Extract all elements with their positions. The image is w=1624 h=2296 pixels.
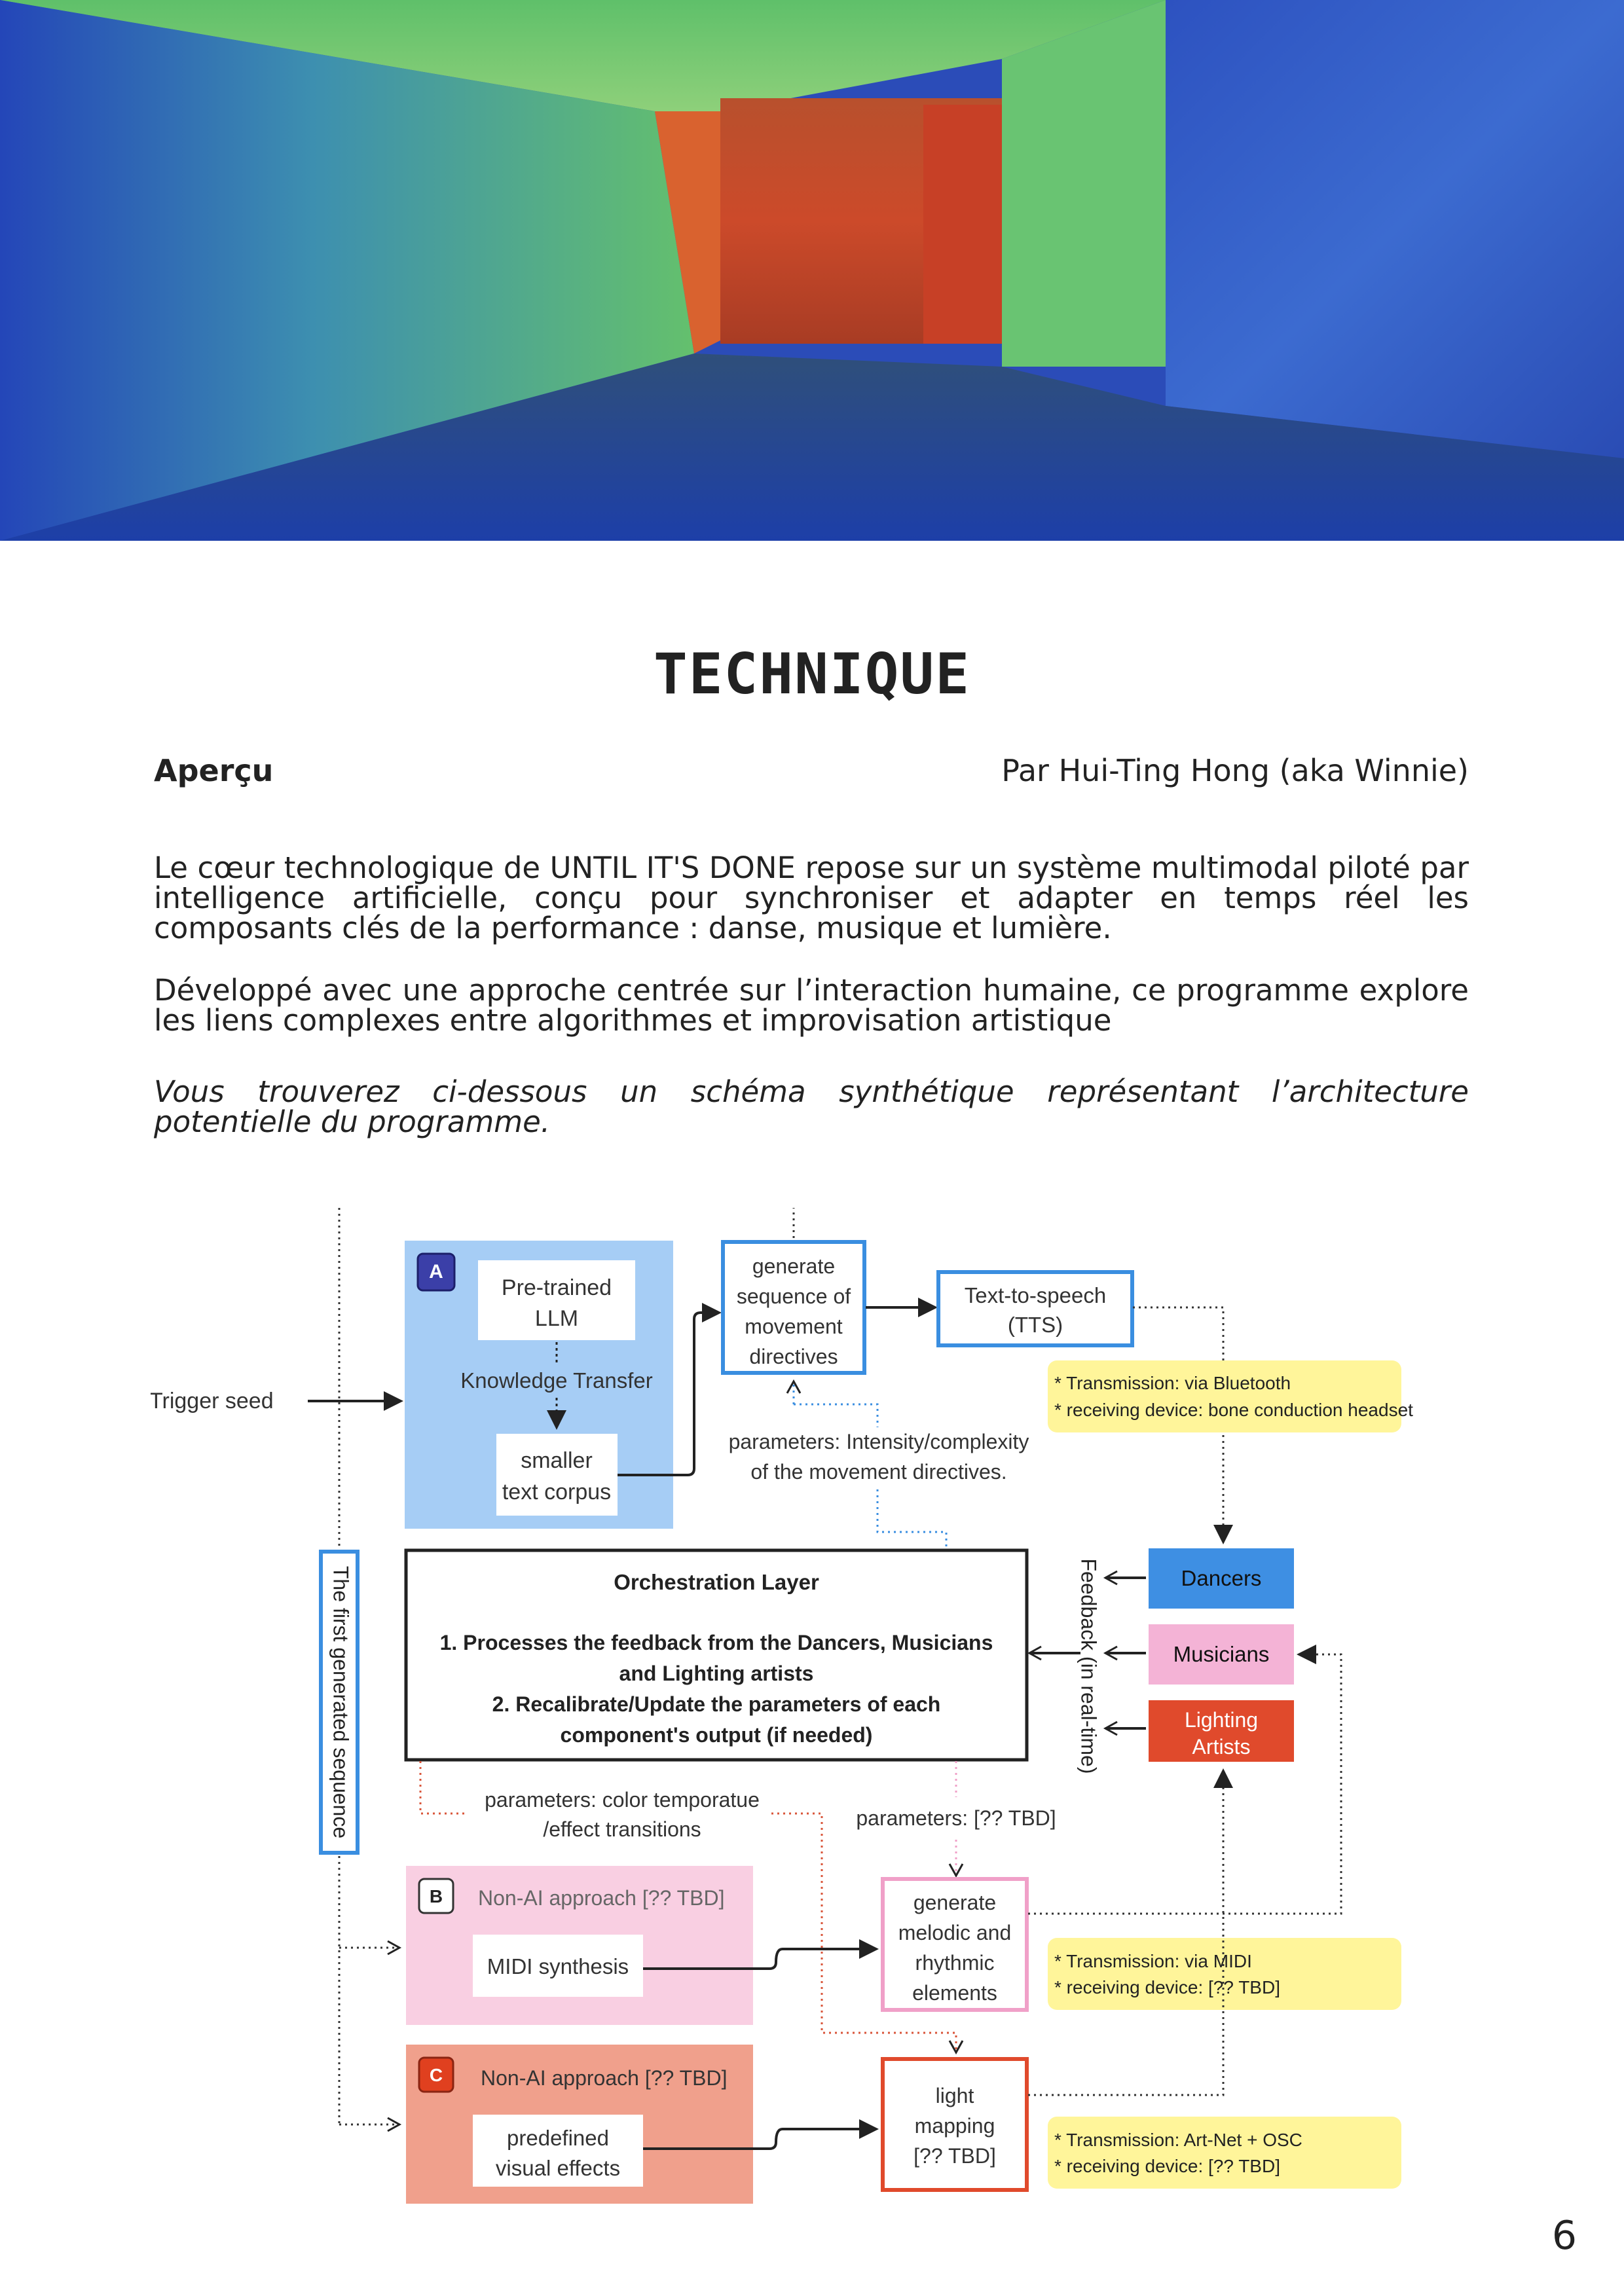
- trigger-seed-label: Trigger seed: [151, 1389, 274, 1413]
- visual-effects-box: [473, 2115, 643, 2187]
- page-title: TECHNIQUE: [654, 642, 970, 707]
- paragraph-diagram-intro: Vous trouverez ci-dessous un schéma synt…: [154, 1074, 1469, 1139]
- midi-note: [1048, 1938, 1401, 2010]
- svg-text:rhythmic: rhythmic: [915, 1951, 995, 1975]
- light-mapping-box: [881, 2057, 1029, 2192]
- svg-text:Lighting: Lighting: [1185, 1708, 1258, 1732]
- melodic-elements-box: [881, 1877, 1029, 2012]
- svg-text:smaller: smaller: [521, 1448, 593, 1473]
- svg-text:* receiving device: [?? TBD]: * receiving device: [?? TBD]: [1054, 2156, 1280, 2176]
- svg-text:generate: generate: [752, 1254, 835, 1278]
- orchestration-title: Orchestration Layer: [614, 1570, 819, 1594]
- block-c-title: Non-AI approach [?? TBD]: [481, 2066, 728, 2090]
- svg-text:and Lighting artists: and Lighting artists: [619, 1662, 814, 1685]
- svg-text:C: C: [430, 2065, 443, 2085]
- svg-text:2. Recalibrate/Update the para: 2. Recalibrate/Update the parameters of …: [492, 1692, 941, 1716]
- orchestration-layer-box: [404, 1548, 1029, 1762]
- svg-text:* Transmission: via Bluetooth: * Transmission: via Bluetooth: [1054, 1373, 1291, 1393]
- block-b-badge: [418, 1878, 454, 1914]
- llm-box: [478, 1260, 635, 1340]
- author-line: Par Hui-Ting Hong (aka Winnie): [1001, 753, 1469, 788]
- midi-synthesis-box: [473, 1935, 643, 1997]
- first-sequence-box: [319, 1550, 360, 1855]
- svg-text:MIDI synthesis: MIDI synthesis: [487, 1954, 629, 1978]
- svg-text:component's output (if needed): component's output (if needed): [561, 1723, 873, 1747]
- musicians-box: [1149, 1624, 1294, 1685]
- corpus-box: [496, 1434, 618, 1516]
- corridor-illustration: [0, 0, 1624, 541]
- svg-text:/effect transitions: /effect transitions: [543, 1817, 701, 1841]
- svg-text:of the movement directives.: of the movement directives.: [750, 1460, 1006, 1484]
- color-params-label: parameters: color temporatue: [485, 1788, 760, 1812]
- lighting-artists-box: [1149, 1700, 1294, 1762]
- bluetooth-note: [1048, 1360, 1401, 1432]
- svg-text:* receiving device: bone condu: * receiving device: bone conduction head…: [1054, 1400, 1413, 1420]
- svg-text:visual effects: visual effects: [496, 2156, 620, 2180]
- svg-text:Dancers: Dancers: [1181, 1566, 1262, 1590]
- svg-text:light: light: [936, 2084, 974, 2107]
- svg-text:Musicians: Musicians: [1173, 1642, 1270, 1666]
- svg-text:predefined: predefined: [507, 2126, 609, 2150]
- feedback-label: Feedback (in real-time): [1077, 1559, 1101, 1774]
- architecture-diagram: The first generated sequence Trigger see…: [149, 1207, 1473, 2210]
- svg-text:A: A: [429, 1261, 443, 1283]
- svg-text:mapping: mapping: [915, 2114, 995, 2138]
- hero-image: [0, 0, 1624, 541]
- svg-text:elements: elements: [912, 1981, 997, 2005]
- svg-text:* receiving device: [?? TBD]: * receiving device: [?? TBD]: [1054, 1977, 1280, 1997]
- svg-text:B: B: [430, 1886, 443, 1906]
- svg-text:1. Processes the feedback from: 1. Processes the feedback from the Dance…: [440, 1631, 993, 1654]
- svg-text:* Transmission: Art-Net + OSC: * Transmission: Art-Net + OSC: [1054, 2130, 1302, 2150]
- movement-params-label: parameters: Intensity/complexity: [729, 1430, 1029, 1453]
- svg-text:[?? TBD]: [?? TBD]: [913, 2144, 996, 2168]
- section-label: Aperçu: [154, 753, 274, 788]
- svg-text:Text-to-speech: Text-to-speech: [965, 1283, 1106, 1307]
- svg-text:* Transmission: via MIDI: * Transmission: via MIDI: [1054, 1951, 1252, 1971]
- block-b-title: Non-AI approach [?? TBD]: [478, 1886, 725, 1910]
- svg-text:text corpus: text corpus: [502, 1480, 611, 1504]
- dancers-box: [1149, 1548, 1294, 1609]
- svg-text:Pre-trained: Pre-trained: [502, 1275, 612, 1300]
- svg-text:Artists: Artists: [1192, 1735, 1251, 1758]
- knowledge-transfer-label: Knowledge Transfer: [460, 1368, 653, 1393]
- svg-text:(TTS): (TTS): [1008, 1313, 1063, 1337]
- svg-text:generate: generate: [913, 1891, 996, 1914]
- svg-text:LLM: LLM: [535, 1306, 578, 1331]
- block-c-badge: [418, 2056, 454, 2093]
- paragraph-approach: Développé avec une approche centrée sur …: [154, 973, 1469, 1038]
- first-sequence-label: The first generated sequence: [329, 1566, 353, 1838]
- movement-directives-box: [721, 1240, 866, 1375]
- paragraph-intro: Le cœur technologique de UNTIL IT'S DONE…: [154, 850, 1469, 945]
- artnet-note: [1048, 2117, 1401, 2189]
- page-number: 6: [1551, 2213, 1577, 2259]
- svg-text:melodic and: melodic and: [898, 1921, 1012, 1944]
- svg-text:sequence of: sequence of: [737, 1285, 851, 1308]
- svg-text:movement: movement: [745, 1315, 843, 1338]
- tts-box: [936, 1270, 1134, 1347]
- block-a-badge: [416, 1252, 456, 1292]
- svg-text:directives: directives: [749, 1345, 838, 1368]
- music-params-label: parameters: [?? TBD]: [856, 1806, 1056, 1830]
